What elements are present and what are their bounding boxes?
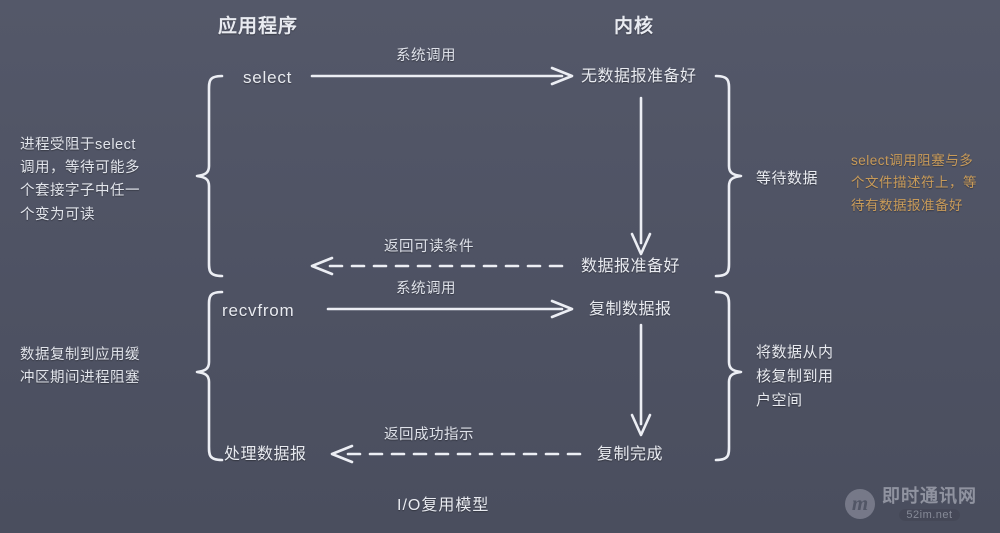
- watermark-text: 即时通讯网 52im.net: [882, 486, 977, 521]
- watermark: m 即时通讯网 52im.net: [845, 486, 977, 521]
- node-recvfrom: recvfrom: [222, 301, 295, 320]
- arrow-syscall-select-head: [550, 66, 574, 86]
- node-process-datagram: 处理数据报: [224, 446, 307, 463]
- column-title-kernel: 内核: [614, 16, 655, 37]
- watermark-site-url: 52im.net: [899, 508, 960, 521]
- node-datagram-ready: 数据报准备好: [581, 258, 681, 275]
- left-brace-lower: [195, 290, 224, 462]
- arrow-kernel-copy-head: [630, 413, 652, 437]
- right-note-copy-to-user: 将数据从内 核复制到用 户空间: [756, 344, 834, 409]
- watermark-logo-icon: m: [845, 488, 875, 519]
- arrow-return-success-head: [330, 444, 354, 464]
- diagram-caption: I/O复用模型: [397, 497, 490, 514]
- left-brace-upper: [195, 74, 224, 278]
- right-brace-upper: [714, 74, 743, 278]
- node-copy-complete: 复制完成: [597, 446, 664, 463]
- left-note-select-blocked: 进程受阻于select 调用，等待可能多 个套接字子中任一 个变为可读: [20, 137, 140, 223]
- arrow-label-return-success: 返回成功指示: [384, 427, 474, 443]
- left-note-copy-blocked: 数据复制到应用缓 冲区期间进程阻塞: [20, 347, 140, 387]
- arrow-label-syscall-recvfrom: 系统调用: [396, 281, 456, 297]
- column-title-application: 应用程序: [218, 16, 299, 37]
- node-no-datagram-ready: 无数据报准备好: [581, 68, 697, 85]
- orange-note-select-blocking: select调用阻塞与多 个文件描述符上，等 待有数据报准备好: [851, 153, 977, 213]
- arrow-return-readable-head: [310, 256, 334, 276]
- node-select: select: [243, 68, 293, 87]
- arrow-syscall-recvfrom-head: [550, 299, 574, 319]
- arrow-label-syscall-select: 系统调用: [396, 48, 456, 64]
- right-brace-lower: [714, 290, 743, 462]
- watermark-site-name: 即时通讯网: [882, 486, 977, 506]
- node-copy-datagram: 复制数据报: [589, 301, 672, 318]
- arrow-kernel-wait-head: [630, 232, 652, 256]
- arrow-label-return-readable: 返回可读条件: [384, 239, 474, 255]
- right-note-wait-data: 等待数据: [756, 170, 819, 187]
